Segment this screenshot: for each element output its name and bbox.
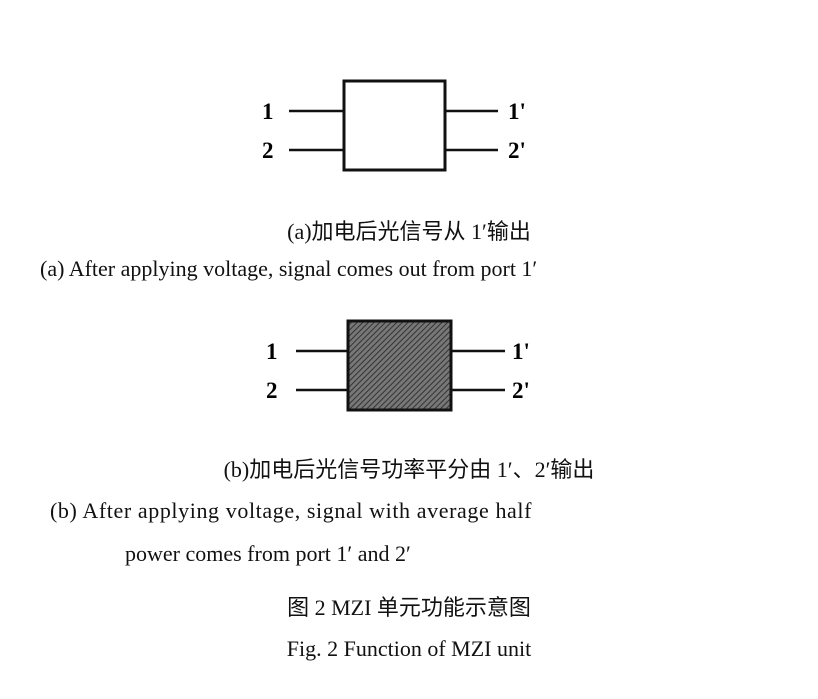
port-label-a-in1: 1 xyxy=(262,99,274,124)
caption-b-en-line2: power comes from port 1′ and 2′ xyxy=(125,541,411,566)
caption-b-zh: (b)加电后光信号功率平分由 1′、2′输出 xyxy=(223,457,595,482)
port-label-b-in2: 2 xyxy=(266,378,278,403)
mzi-box-b-shaded xyxy=(346,319,453,412)
port-label-a-in2: 2 xyxy=(262,138,274,163)
figure-title-en: Fig. 2 Function of MZI unit xyxy=(286,636,532,661)
caption-a-en: (a) After applying voltage, signal comes… xyxy=(40,256,538,281)
figure-title-zh: 图 2 MZI 单元功能示意图 xyxy=(287,595,531,620)
port-label-a-out2: 2' xyxy=(508,138,526,163)
mzi-unit-a: 1 2 1' 2' xyxy=(262,79,526,172)
port-label-b-in1: 1 xyxy=(266,339,278,364)
caption-a-zh: (a)加电后光信号从 1′输出 xyxy=(287,219,531,244)
mzi-box-a xyxy=(342,79,447,172)
port-label-b-out1: 1' xyxy=(512,339,530,364)
mzi-unit-b: 1 2 1' 2' xyxy=(266,319,530,412)
caption-b-en-line1: (b) After applying voltage, signal with … xyxy=(50,498,533,523)
port-label-a-out1: 1' xyxy=(508,99,526,124)
port-label-b-out2: 2' xyxy=(512,378,530,403)
